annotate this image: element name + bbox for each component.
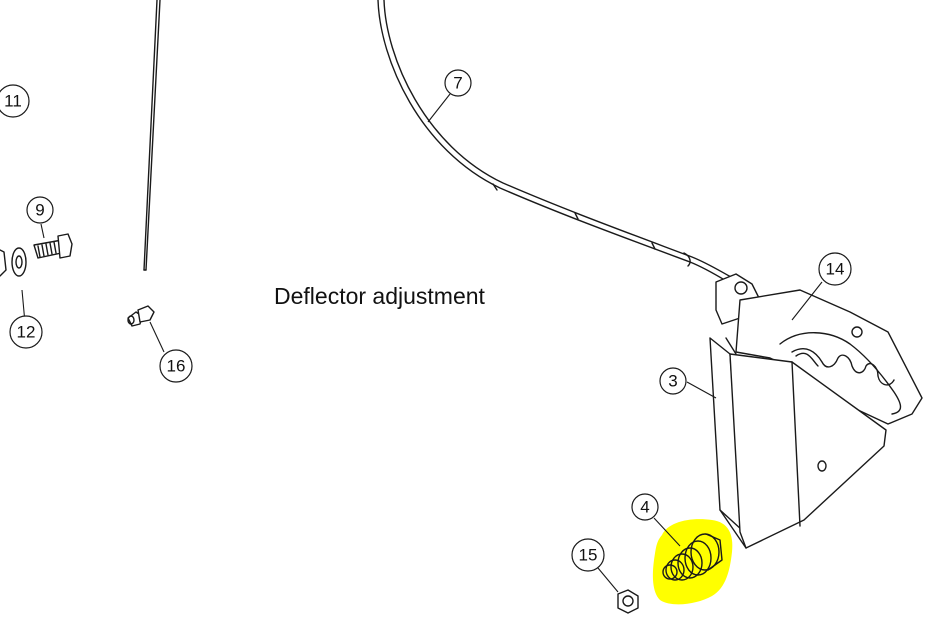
handle-bracket <box>715 273 923 425</box>
callout-circle <box>444 69 472 97</box>
callout-12: 12 <box>9 315 43 349</box>
bolt <box>33 233 73 259</box>
spring <box>662 533 723 581</box>
cable <box>377 0 732 283</box>
rod <box>143 0 161 271</box>
callout-16: 16 <box>159 349 193 383</box>
callout-4: 4 <box>631 493 659 521</box>
hex-nut <box>617 589 639 614</box>
callout-label: 12 <box>17 323 36 342</box>
callout-label: 7 <box>453 74 462 93</box>
callout-7: 7 <box>444 69 472 97</box>
callout-circle <box>659 367 687 395</box>
left-bracket <box>0 249 7 277</box>
deflector-plate <box>709 337 887 549</box>
callout-label: 4 <box>640 498 649 517</box>
callout-3: 3 <box>659 367 687 395</box>
callout-circle <box>818 252 852 286</box>
washer <box>11 247 27 277</box>
callout-label: 3 <box>668 372 677 391</box>
leader-lines <box>21 93 823 593</box>
callout-label: 9 <box>35 201 44 220</box>
small-fastener <box>127 305 155 327</box>
callout-circle <box>9 315 43 349</box>
callout-circle <box>631 493 659 521</box>
callout-11: 11 <box>0 84 30 118</box>
diagram-title: Deflector adjustment <box>274 283 486 309</box>
callout-14: 14 <box>818 252 852 286</box>
callout-circle <box>571 538 605 572</box>
callout-label: 15 <box>579 546 598 565</box>
callout-9: 9 <box>26 196 54 224</box>
callout-label: 11 <box>4 92 22 111</box>
callout-label: 14 <box>826 260 845 279</box>
callout-circle <box>26 196 54 224</box>
callout-circle <box>0 84 30 118</box>
callout-circle <box>159 349 193 383</box>
callout-15: 15 <box>571 538 605 572</box>
callout-label: 16 <box>167 357 186 376</box>
